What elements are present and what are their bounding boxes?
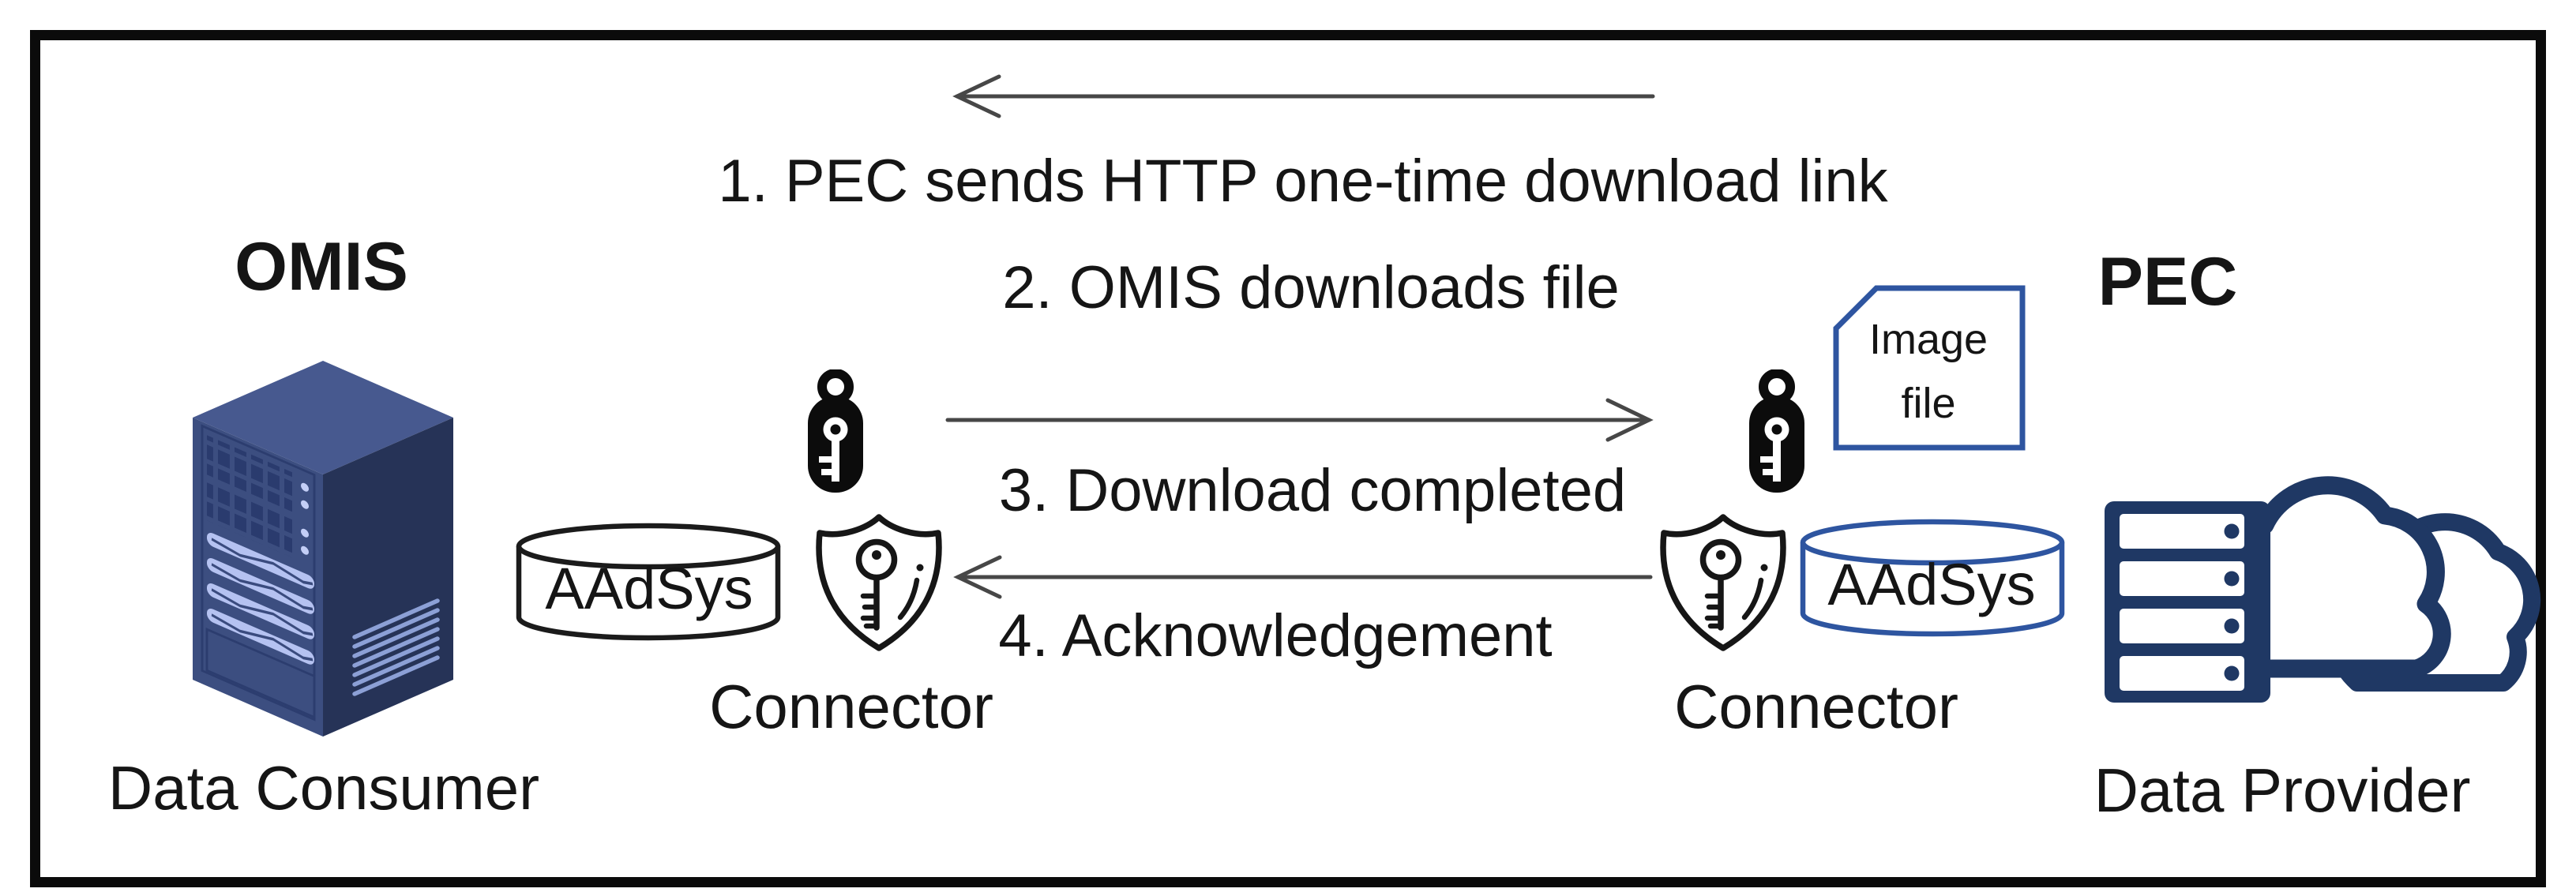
message-2-label: 2. OMIS downloads file xyxy=(1002,254,1620,321)
message-1-label: 1. PEC sends HTTP one-time download link xyxy=(718,148,1888,215)
shield-key-icon-left xyxy=(816,514,942,651)
arrow-3-left-to-right xyxy=(945,398,1654,442)
right-database-label: AAdSys xyxy=(1827,552,2036,617)
key-icon-left xyxy=(808,369,863,493)
arrow-1-right-to-left xyxy=(952,74,1655,118)
message-3-label: 3. Download completed xyxy=(998,457,1627,524)
server-tower-icon xyxy=(193,361,453,737)
database-cylinder-icon-right xyxy=(1800,519,2065,637)
right-system-role: Data Provider xyxy=(2093,755,2471,825)
cloud-server-icon xyxy=(2105,476,2541,703)
right-system-title: PEC xyxy=(2097,244,2238,320)
database-cylinder-icon-left xyxy=(516,523,781,641)
left-system-title: OMIS xyxy=(235,229,408,305)
message-4-label: 4. Acknowledgement xyxy=(998,602,1553,669)
arrow-4-right-to-left xyxy=(953,555,1653,599)
right-connector-label: Connector xyxy=(1674,672,1958,741)
key-icon-right xyxy=(1749,369,1804,493)
shield-key-icon-right xyxy=(1660,514,1786,651)
diagram-border xyxy=(30,30,2546,887)
document-label: Image file xyxy=(1868,316,1988,427)
document-icon xyxy=(1833,285,2026,451)
left-connector-label: Connector xyxy=(709,672,993,741)
left-database-label: AAdSys xyxy=(545,556,753,621)
left-system-role: Data Consumer xyxy=(107,753,540,823)
